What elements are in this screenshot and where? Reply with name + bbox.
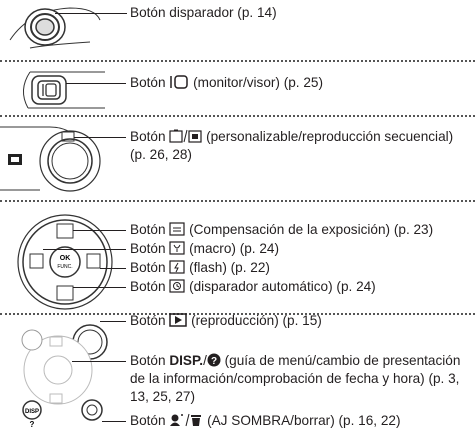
leader-line — [73, 230, 126, 231]
shadow-delete-button-text: Botón (AJ SOMBRA/borrar) (p. 16, 22) — [130, 412, 400, 430]
leader-line — [55, 13, 127, 14]
flash-icon — [169, 260, 185, 274]
self-timer-icon — [169, 279, 185, 293]
playback-area-illustration: DISP ? — [21, 324, 108, 429]
label-prefix: Botón — [130, 313, 170, 328]
monitor-button-text: Botón (monitor/visor) (p. 25) — [130, 74, 323, 92]
svg-text:DISP: DISP — [25, 409, 39, 415]
separator — [0, 200, 475, 202]
leader-line — [43, 249, 126, 250]
label-prefix: Botón — [130, 353, 170, 368]
macro-icon — [169, 241, 185, 255]
playback-icon — [169, 313, 188, 327]
monitor-button-illustration — [23, 71, 105, 109]
macro-button-text: Botón (macro) (p. 24) — [130, 240, 279, 258]
leader-line — [73, 287, 126, 288]
custom-button-text: Botón (personalizable/reproducción secue… — [130, 128, 470, 164]
label-suffix: (monitor/visor) (p. 25) — [189, 75, 324, 90]
separator — [0, 115, 475, 117]
flash-button-text: Botón (flash) (p. 22) — [130, 259, 270, 277]
shutter-button-text: Botón disparador (p. 14) — [130, 4, 277, 22]
leader-line — [74, 137, 126, 138]
custom-button-illustration — [0, 126, 101, 192]
label-suffix: (disparador automático) (p. 24) — [185, 279, 376, 294]
shadow-delete-icon — [170, 413, 202, 427]
svg-text:?: ? — [211, 356, 217, 367]
label-prefix: Botón — [130, 241, 170, 256]
label-prefix: Botón — [130, 260, 170, 275]
label-suffix: (guía de menú/cambio de presentación de … — [130, 353, 461, 404]
label-prefix: Botón — [130, 279, 170, 294]
disp-label: DISP. — [169, 353, 204, 368]
svg-text:?: ? — [30, 420, 35, 429]
label-prefix: Botón — [130, 75, 170, 90]
self-timer-button-text: Botón (disparador automático) (p. 24) — [130, 278, 376, 296]
control-dial-illustration: OK FUNC. — [17, 214, 113, 310]
svg-text:OK: OK — [60, 255, 71, 262]
leader-line — [66, 83, 126, 84]
label-suffix: (Compensación de la exposición) (p. 23) — [185, 222, 434, 237]
leader-line — [100, 268, 126, 269]
label-prefix: Botón — [130, 129, 170, 144]
label-suffix: (flash) (p. 22) — [185, 260, 270, 275]
label-prefix: Botón — [130, 222, 170, 237]
leader-line — [102, 421, 126, 422]
disp-button-text: Botón DISP./? (guía de menú/cambio de pr… — [130, 353, 461, 404]
separator — [0, 60, 475, 62]
label-suffix: (macro) (p. 24) — [185, 241, 279, 256]
leader-line — [72, 361, 126, 362]
leader-line — [100, 321, 126, 322]
monitor-icon — [170, 75, 189, 89]
label-suffix: (reproducción) (p. 15) — [187, 313, 322, 328]
playback-button-text: Botón (reproducción) (p. 15) — [130, 312, 322, 330]
separator — [0, 313, 475, 315]
custom-playback-icon — [169, 129, 202, 143]
exposure-button-text: Botón (Compensación de la exposición) (p… — [130, 221, 433, 239]
shutter-button-illustration — [9, 7, 101, 49]
label-suffix: (AJ SOMBRA/borrar) (p. 16, 22) — [203, 413, 401, 428]
shutter-label: Botón disparador (p. 14) — [130, 5, 277, 20]
label-suffix: (personalizable/reproducción secuencial)… — [130, 129, 454, 162]
help-icon: ? — [207, 353, 221, 367]
label-prefix: Botón — [130, 413, 170, 428]
exposure-compensation-icon — [169, 222, 185, 236]
svg-text:FUNC.: FUNC. — [57, 264, 72, 270]
